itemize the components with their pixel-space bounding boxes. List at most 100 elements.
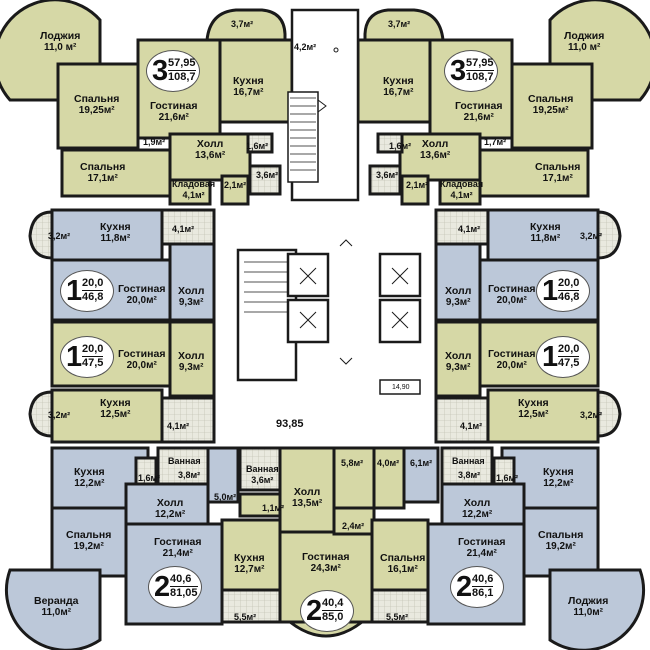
bc-1-1-area: 1,1м² [262, 503, 285, 513]
bc-balc-l-area: 5,5м² [234, 612, 257, 622]
ul-kitchen-shape [50, 208, 164, 262]
bc-4-0-shape [372, 446, 406, 510]
tr-niche-shape [400, 174, 430, 206]
bc-5-0-area: 5,0м² [214, 492, 237, 502]
bc-4-0-area: 4,0м² [377, 458, 400, 468]
tr-hall-shape [398, 132, 482, 182]
ll-balcony-shape [28, 390, 54, 438]
lr-balcony-shape [596, 390, 622, 438]
bc-5-0-shape [206, 446, 240, 504]
tl-wc-area: 1,6м² [246, 141, 269, 151]
bc-bath-shape [238, 446, 282, 492]
ur-wc-area: 4,1м² [458, 224, 481, 234]
bc-1-1-shape [238, 492, 282, 518]
bc-balc-l-shape [220, 588, 282, 624]
tl-hall-shape [168, 132, 252, 182]
bl-bath-label: Ванная [168, 456, 201, 466]
ul-hall-shape [168, 242, 216, 322]
tr-wc-shape [376, 132, 404, 154]
center-hall-area: 93,85 [276, 418, 304, 430]
ll-kitchen-shape [50, 388, 164, 444]
tl-balcony-shape [205, 8, 287, 42]
flat-lower-right [434, 320, 622, 444]
lr-hall-shape [434, 320, 482, 398]
bc-6-1-area: 6,1м² [410, 458, 433, 468]
lr-wc-shape [434, 396, 490, 444]
ul-wc-area: 4,1м² [172, 224, 195, 234]
tr-niche-area: 2,1м² [406, 180, 429, 190]
bl-wc-area: 1,6м² [138, 473, 161, 483]
bc-kitchen-shape [220, 518, 282, 592]
flat-bottom-center [220, 446, 430, 638]
bc-6-1-shape [402, 446, 440, 504]
central-core [236, 239, 422, 395]
tl-balcony-area: 3,7м² [231, 19, 254, 29]
bc-5-8-area: 5,8м² [341, 458, 364, 468]
tr-balcony-shape [363, 8, 445, 42]
tr-bath-shape [368, 164, 402, 196]
tl-niche-area: 2,1м² [224, 180, 247, 190]
ul-balcony-shape [28, 210, 54, 260]
ll-wc-area: 4,1м² [167, 421, 190, 431]
tl-bath-shape [248, 164, 282, 196]
bl-bath-area: 3,8м² [178, 470, 201, 480]
tr-kitchen-shape [356, 38, 432, 124]
ul-balcony-area: 3,2м² [48, 231, 71, 241]
ur-wc-shape [434, 208, 490, 246]
tr-balcony-area: 3,7м² [388, 19, 411, 29]
lr-wc-area: 4,1м² [460, 421, 483, 431]
bc-balc-r-area: 5,5м² [386, 612, 409, 622]
flat-top-left [0, 0, 294, 206]
br-bedroom-shape [522, 506, 600, 578]
ur-balcony-area: 3,2м² [580, 231, 603, 241]
tr-wc-area: 1,6м² [389, 141, 412, 151]
tl-wc-shape [246, 132, 274, 154]
tr-bath-area: 3,6м² [376, 170, 399, 180]
br-loggia-shape [548, 568, 645, 650]
center-dimension: 14,90 [392, 384, 410, 391]
flat-upper-left [28, 208, 216, 322]
br-wc-area: 1,6м² [496, 473, 519, 483]
